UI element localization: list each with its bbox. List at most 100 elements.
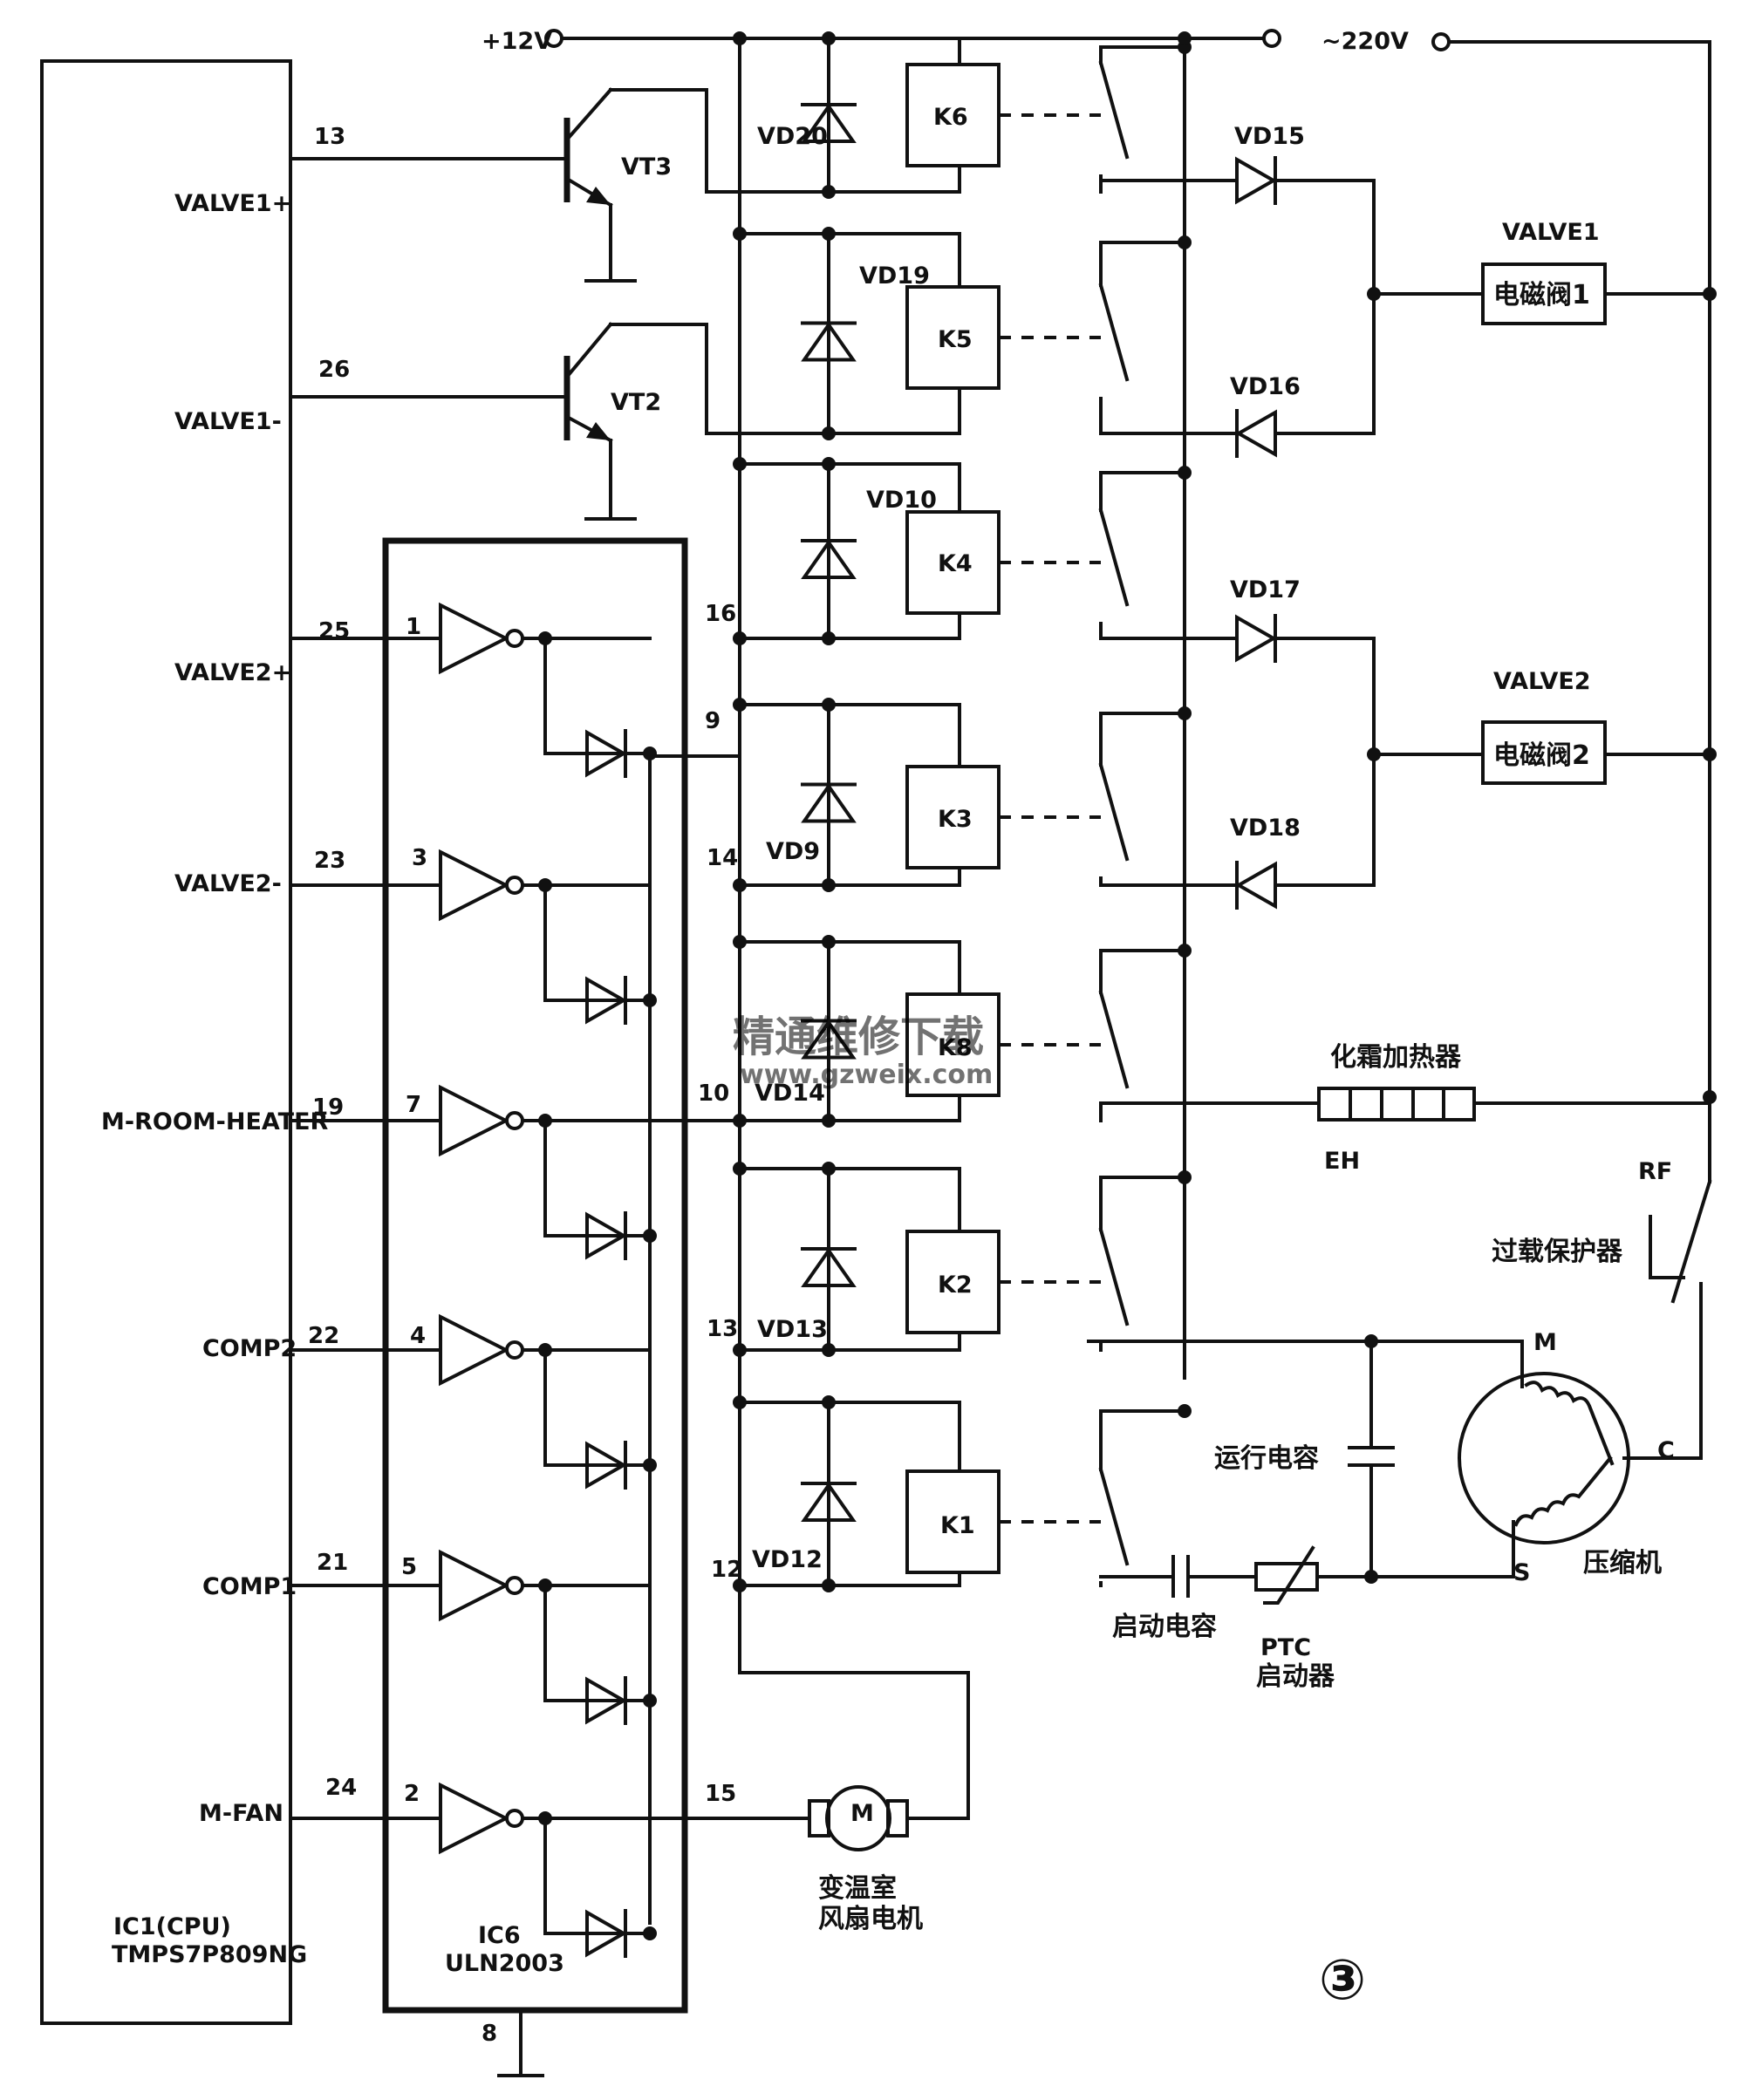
- ic6-part-number: ULN2003: [445, 1950, 564, 1977]
- relay-cell: [733, 227, 1101, 440]
- buffer-bubble: [505, 1809, 524, 1828]
- pin-25: 25: [318, 618, 350, 644]
- flyback-diode: [801, 103, 857, 143]
- cpu-label: IC1(CPU): [113, 1913, 231, 1940]
- vd18-diode: [1234, 861, 1277, 910]
- relay-switch: [1098, 1170, 1192, 1352]
- junction-dot: [822, 878, 836, 892]
- valve1-box-label: 电磁阀1: [1493, 280, 1590, 310]
- relay-diode-label: VD19: [859, 262, 930, 290]
- relay-cell: [733, 457, 1101, 645]
- uln-channel: [289, 849, 657, 1025]
- ic-pin-14: 14: [707, 845, 738, 871]
- buffer-triangle: [439, 849, 510, 922]
- valve1-name: VALVE1: [1502, 219, 1600, 246]
- transistor-vt2: [289, 322, 961, 521]
- junction-dot: [822, 31, 836, 45]
- cpu-block: [40, 59, 292, 2025]
- vd17-diode: [1235, 614, 1278, 663]
- valve1-network: [1099, 179, 1711, 435]
- switch-blade: [1098, 1467, 1130, 1566]
- ic-pin-12: 12: [711, 1557, 742, 1583]
- overload-name: 过载保护器: [1492, 1237, 1623, 1267]
- vd15-diode: [1235, 156, 1278, 205]
- relay-cell: [733, 1395, 1101, 1592]
- clamp-diode: [585, 1211, 628, 1260]
- vd16-label: VD16: [1230, 373, 1301, 400]
- junction-dot: [1703, 287, 1717, 301]
- ic-pin-2: 2: [404, 1781, 420, 1807]
- fan-motor-symbol: M: [850, 1800, 874, 1827]
- junction-dot: [822, 185, 836, 199]
- cpu-part-number: TMPS7P809NG: [112, 1941, 307, 1968]
- vd16-diode: [1234, 409, 1277, 458]
- vd15-label: VD15: [1234, 123, 1305, 150]
- junction-dot: [1703, 747, 1717, 761]
- compressor-name: 压缩机: [1583, 1548, 1662, 1578]
- relay-coil-label: K4: [938, 550, 973, 577]
- junction-dot: [733, 457, 747, 471]
- ic-pin-5: 5: [401, 1554, 417, 1580]
- ptc-label-1: PTC: [1260, 1634, 1311, 1661]
- valve-diodes: [1234, 156, 1717, 1584]
- junction-dot: [822, 457, 836, 471]
- valve2-name: VALVE2: [1493, 668, 1591, 695]
- ic-pin-7: 7: [406, 1092, 421, 1118]
- valve2-box-label: 电磁阀2: [1493, 740, 1590, 771]
- junction-dot: [1178, 1404, 1192, 1418]
- relay-cell: [733, 935, 1101, 1128]
- pin-24: 24: [325, 1775, 357, 1801]
- junction-dot: [733, 1162, 747, 1176]
- relay-switch: [1098, 235, 1192, 435]
- overload-protector: [1622, 1095, 1712, 1460]
- pin-19: 19: [312, 1094, 344, 1121]
- buffer-triangle: [439, 1782, 510, 1855]
- run-capacitor: [1348, 1340, 1395, 1578]
- run-capacitor-label: 运行电容: [1214, 1443, 1319, 1474]
- junction-dot: [822, 1162, 836, 1176]
- relay-switch: [1098, 706, 1192, 887]
- relay-cell: [733, 698, 1101, 892]
- buffer-bubble: [505, 1340, 524, 1360]
- junction-dot: [733, 878, 747, 892]
- start-capacitor-label: 启动电容: [1112, 1612, 1217, 1642]
- buffer-triangle: [439, 1084, 510, 1157]
- flyback-diode: [801, 539, 857, 579]
- pin-21: 21: [317, 1550, 348, 1576]
- flyback-diode: [801, 1247, 857, 1287]
- ac-neutral-rail: [1447, 40, 1711, 1099]
- ic6-label: IC6: [478, 1922, 521, 1949]
- uln-channel: [289, 1084, 657, 1260]
- pin-26: 26: [318, 357, 350, 383]
- junction-dot: [1178, 466, 1192, 480]
- uln2003-block: [382, 537, 688, 2014]
- signal-comp2: COMP2: [202, 1335, 297, 1362]
- uln-channel: [289, 1782, 657, 1958]
- pin-23: 23: [314, 848, 345, 874]
- relay-switch: [1098, 466, 1192, 640]
- relay-diode-label: VD12: [752, 1546, 823, 1573]
- ic-pin-4: 4: [410, 1323, 426, 1349]
- junction-dot: [1178, 944, 1192, 958]
- ic-pin-3: 3: [412, 845, 427, 871]
- relay-diode-label: VD20: [757, 123, 828, 150]
- compressor-terminal-s: S: [1513, 1559, 1530, 1586]
- pin-13: 13: [314, 124, 345, 150]
- ac-terminal-2: [1431, 32, 1451, 51]
- switch-blade: [1098, 1227, 1130, 1326]
- signal-m-fan: M-FAN: [199, 1800, 283, 1827]
- junction-dot: [822, 698, 836, 712]
- junction-dot: [822, 935, 836, 949]
- fan-motor-label-2: 风扇电机: [818, 1904, 923, 1934]
- vt3-label: VT3: [621, 153, 672, 181]
- junction-dot: [822, 1578, 836, 1592]
- flyback-diode: [801, 321, 857, 362]
- clamp-diode: [585, 1676, 628, 1725]
- pin-8: 8: [481, 2021, 497, 2047]
- signal-valve2-minus: VALVE2-: [174, 870, 282, 897]
- junction-dot: [822, 227, 836, 241]
- heater-ref: EH: [1324, 1148, 1360, 1175]
- switch-blade: [1098, 508, 1130, 607]
- valve2-network: [1099, 637, 1711, 887]
- relay-diode-label: VD14: [755, 1080, 825, 1107]
